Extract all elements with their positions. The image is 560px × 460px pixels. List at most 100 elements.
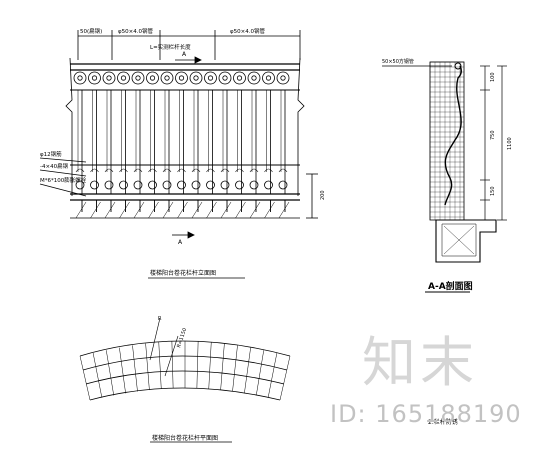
base-hatch-line (249, 201, 261, 219)
scroll-ring-small (148, 180, 157, 190)
scroll-ring (175, 71, 188, 85)
base-hatch-line (278, 201, 290, 219)
scroll-ring-small (133, 180, 143, 190)
scroll-ring (146, 71, 159, 85)
plan-radial (171, 341, 174, 389)
scroll-ring (88, 71, 101, 85)
plan-radial (279, 355, 291, 401)
footer-note: 2.栏杆防锈 (428, 418, 458, 426)
scroll-ring (262, 71, 275, 85)
dim-label-left: 50(扁钢) (80, 27, 102, 35)
section-mark-bottom: A (178, 239, 183, 246)
base-hatch-line (206, 201, 217, 219)
base-hatch-line (90, 201, 101, 219)
handrail-section (454, 62, 462, 70)
note-rod: φ12钢筋 (40, 150, 62, 158)
plan-radial (267, 353, 278, 398)
elevation-labels: 50(扁钢) φ50×4.0钢管 φ50×4.0钢管 L=实测栏杆长度 A A … (40, 27, 326, 277)
plan-title: 楼梯阳台卷花栏杆平面图 (152, 434, 218, 442)
plan-radial (208, 342, 212, 389)
scroll-ring (102, 71, 116, 85)
section-grid-hatch (429, 61, 465, 221)
section-labels: 50×50方钢管 100 750 150 1100 A-A剖面图 (382, 58, 513, 292)
scroll-ring (218, 71, 232, 85)
plan-arc-base (89, 387, 281, 401)
base-hatch (75, 200, 290, 219)
base-hatch-line (148, 201, 159, 219)
floor-slab-section (435, 219, 497, 263)
scroll-ring-small (264, 180, 273, 190)
section-title: A-A剖面图 (428, 280, 473, 292)
scroll-ring (73, 71, 87, 85)
base-hatch-line (235, 201, 246, 219)
radius-leader (149, 317, 161, 361)
plan-radial (145, 343, 150, 391)
scroll-ring (247, 71, 261, 85)
scroll-ring-small (278, 180, 288, 190)
plan-radial (132, 345, 138, 392)
scroll-ring (276, 71, 290, 85)
plan-arc-mid (82, 355, 288, 371)
plan-arc-inner (85, 370, 285, 385)
scroll-profile-curve (444, 65, 463, 206)
base-hatch-line (220, 201, 232, 219)
break-line-left (65, 57, 73, 196)
scroll-ring-small (249, 180, 259, 190)
watermark-id: ID: 165188190 (330, 400, 522, 428)
plan-arc-outer (79, 340, 291, 357)
scroll-ring (204, 71, 217, 85)
scroll-ring-small (191, 180, 201, 190)
dim-label-mid: φ50×4.0钢管 (118, 27, 153, 35)
base-hatch-line (264, 201, 275, 219)
scroll-ring (189, 71, 203, 85)
leader-plate (39, 169, 87, 177)
scroll-ring-small (206, 180, 215, 190)
base-hatch-line (177, 201, 188, 219)
scroll-ring-small (220, 180, 230, 190)
scroll-ring-small (177, 180, 186, 190)
plan-radial (106, 350, 114, 396)
base-hatch-line (162, 201, 174, 219)
plan-radials (79, 341, 291, 401)
scroll-ring (233, 71, 246, 85)
plan-radial (119, 347, 126, 394)
plan-radial (92, 353, 103, 398)
radius-label: R (158, 316, 162, 322)
scroll-ring-small (119, 180, 128, 190)
base-hatch-line (133, 201, 145, 219)
scroll-ring-small (104, 180, 114, 190)
note-base: M*6*100膨胀螺栓 (40, 176, 87, 184)
plan-radial (196, 341, 199, 389)
leader-base (39, 183, 87, 197)
base-hatch-line (75, 201, 87, 219)
section-note: 50×50方钢管 (382, 58, 414, 65)
break-line-right (297, 57, 305, 196)
scroll-ring-small (162, 180, 172, 190)
scroll-ring-small (75, 180, 85, 190)
balusters (77, 90, 286, 194)
plan-radial (79, 355, 91, 401)
section-dim-total: 1100 (507, 137, 513, 150)
section-mark-top: A (182, 51, 187, 58)
base-hatch-line (191, 201, 203, 219)
dim-label-right: φ50×4.0钢管 (230, 27, 265, 35)
railing-plan (79, 317, 291, 443)
balcony-railing-elevation (39, 30, 318, 279)
plan-radial (232, 345, 238, 392)
base-hatch-line (104, 201, 116, 219)
section-dim-3: 150 (490, 186, 496, 196)
scroll-row-top (73, 71, 290, 85)
scroll-ring (160, 71, 174, 85)
elevation-title: 楼梯阳台卷花栏杆立面图 (150, 269, 216, 277)
watermark-logo: 知末 (362, 331, 478, 394)
a-a-section (382, 61, 507, 293)
scroll-ring (117, 71, 130, 85)
scroll-ring (131, 71, 145, 85)
note-plate: -4×40扁钢 (40, 162, 69, 170)
height-dim-label: 200 (320, 190, 326, 200)
leader-rod (39, 157, 87, 163)
plan-radial (220, 343, 225, 391)
scroll-ring-small (235, 180, 244, 190)
plan-radial (256, 350, 264, 396)
